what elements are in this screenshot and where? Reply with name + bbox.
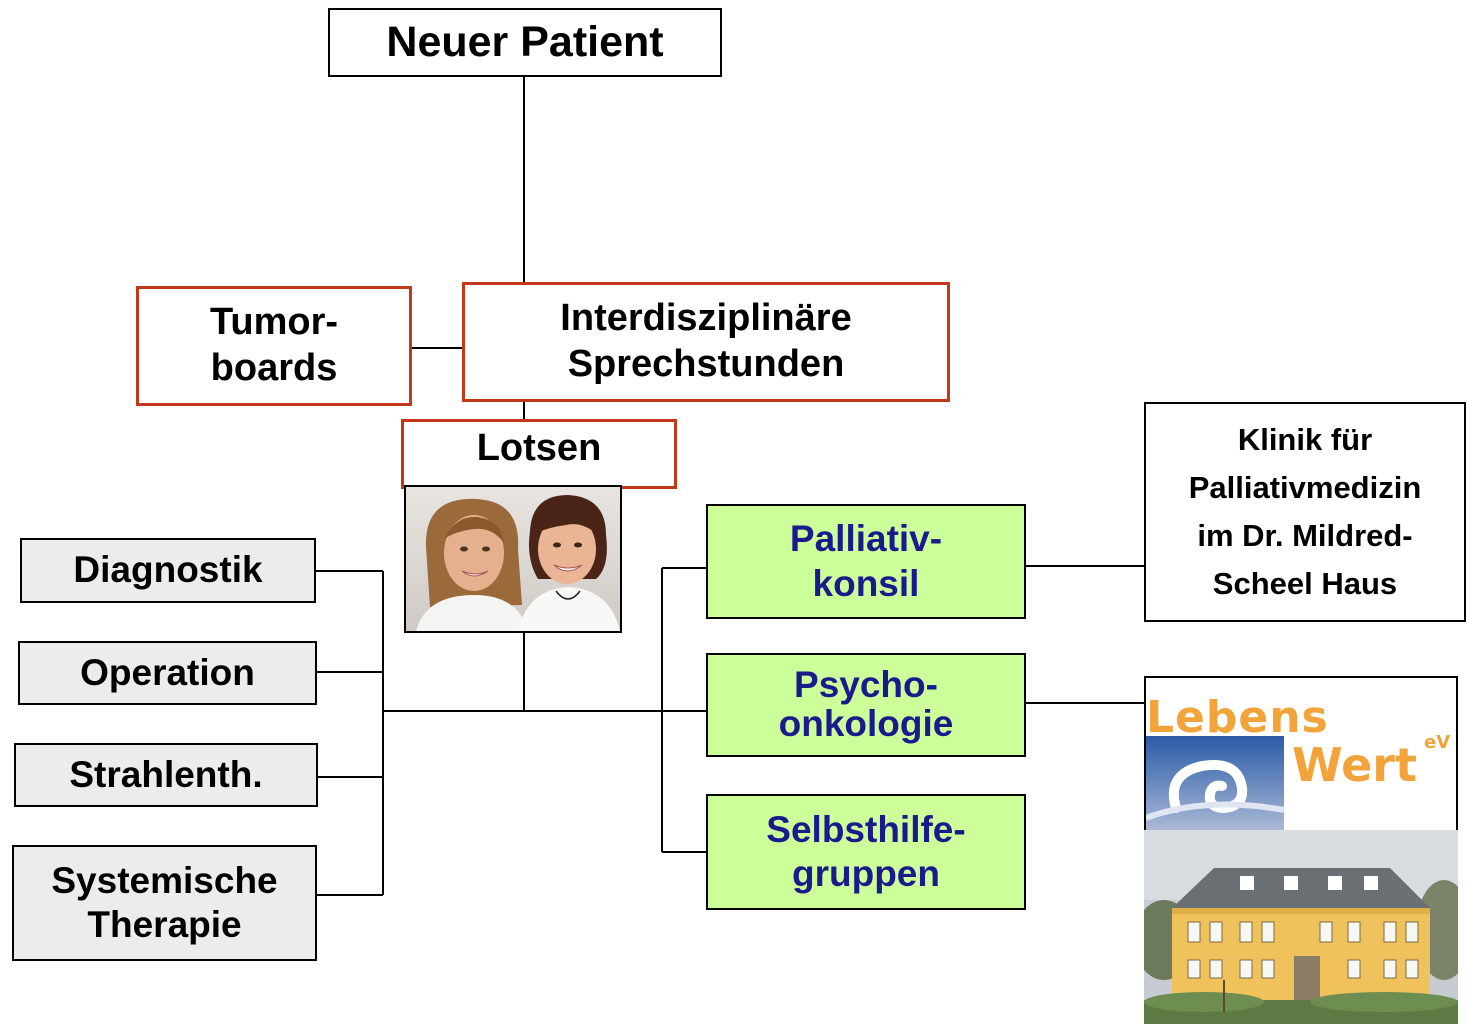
node-systemische-therapie-label: Systemische Therapie [51, 859, 278, 945]
node-lotsen-label: Lotsen [476, 427, 602, 469]
node-sprechstunden: Interdisziplinäre Sprechstunden [462, 282, 950, 402]
node-strahlenth-label: Strahlenth. [69, 753, 263, 795]
node-neuer-patient-label: Neuer Patient [386, 17, 664, 66]
node-tumorboards-label: Tumor- boards [209, 301, 339, 389]
building-image [1144, 830, 1458, 1024]
node-klinik-label: Klinik für Palliativmedizin im Dr. Mildr… [1188, 421, 1422, 602]
node-diagnostik-label: Diagnostik [73, 549, 263, 591]
node-selbsthilfegruppen: Selbsthilfe- gruppen [706, 794, 1026, 910]
node-psychoonkologie-label: Psycho- onkologie [778, 664, 954, 744]
node-operation-label: Operation [80, 651, 255, 693]
node-systemische-therapie: Systemische Therapie [12, 845, 317, 961]
lotsen-photo-image [406, 487, 620, 631]
node-neuer-patient: Neuer Patient [328, 8, 722, 77]
node-strahlenth: Strahlenth. [14, 743, 318, 807]
lebenswert-line1: Lebens [1146, 692, 1329, 743]
node-operation: Operation [18, 641, 317, 705]
node-sprechstunden-label: Interdisziplinäre Sprechstunden [560, 297, 852, 385]
node-selbsthilfegruppen-label: Selbsthilfe- gruppen [766, 808, 966, 894]
wave-icon [1146, 736, 1285, 830]
node-diagnostik: Diagnostik [20, 538, 316, 603]
lotsen-photo [404, 485, 622, 633]
node-palliativkonsil: Palliativ- konsil [706, 504, 1026, 619]
node-tumorboards: Tumor- boards [136, 286, 412, 406]
lebenswert-logo: Lebens Wert eV [1144, 676, 1458, 830]
node-lotsen: Lotsen [401, 419, 677, 489]
node-palliativkonsil-label: Palliativ- konsil [789, 518, 943, 604]
building-photo [1144, 830, 1458, 1024]
node-psychoonkologie: Psycho- onkologie [706, 653, 1026, 757]
lebenswert-suffix: eV [1424, 732, 1451, 753]
node-klinik-palliativmedizin: Klinik für Palliativmedizin im Dr. Mildr… [1144, 402, 1466, 622]
lebenswert-line2: Wert [1292, 738, 1417, 792]
